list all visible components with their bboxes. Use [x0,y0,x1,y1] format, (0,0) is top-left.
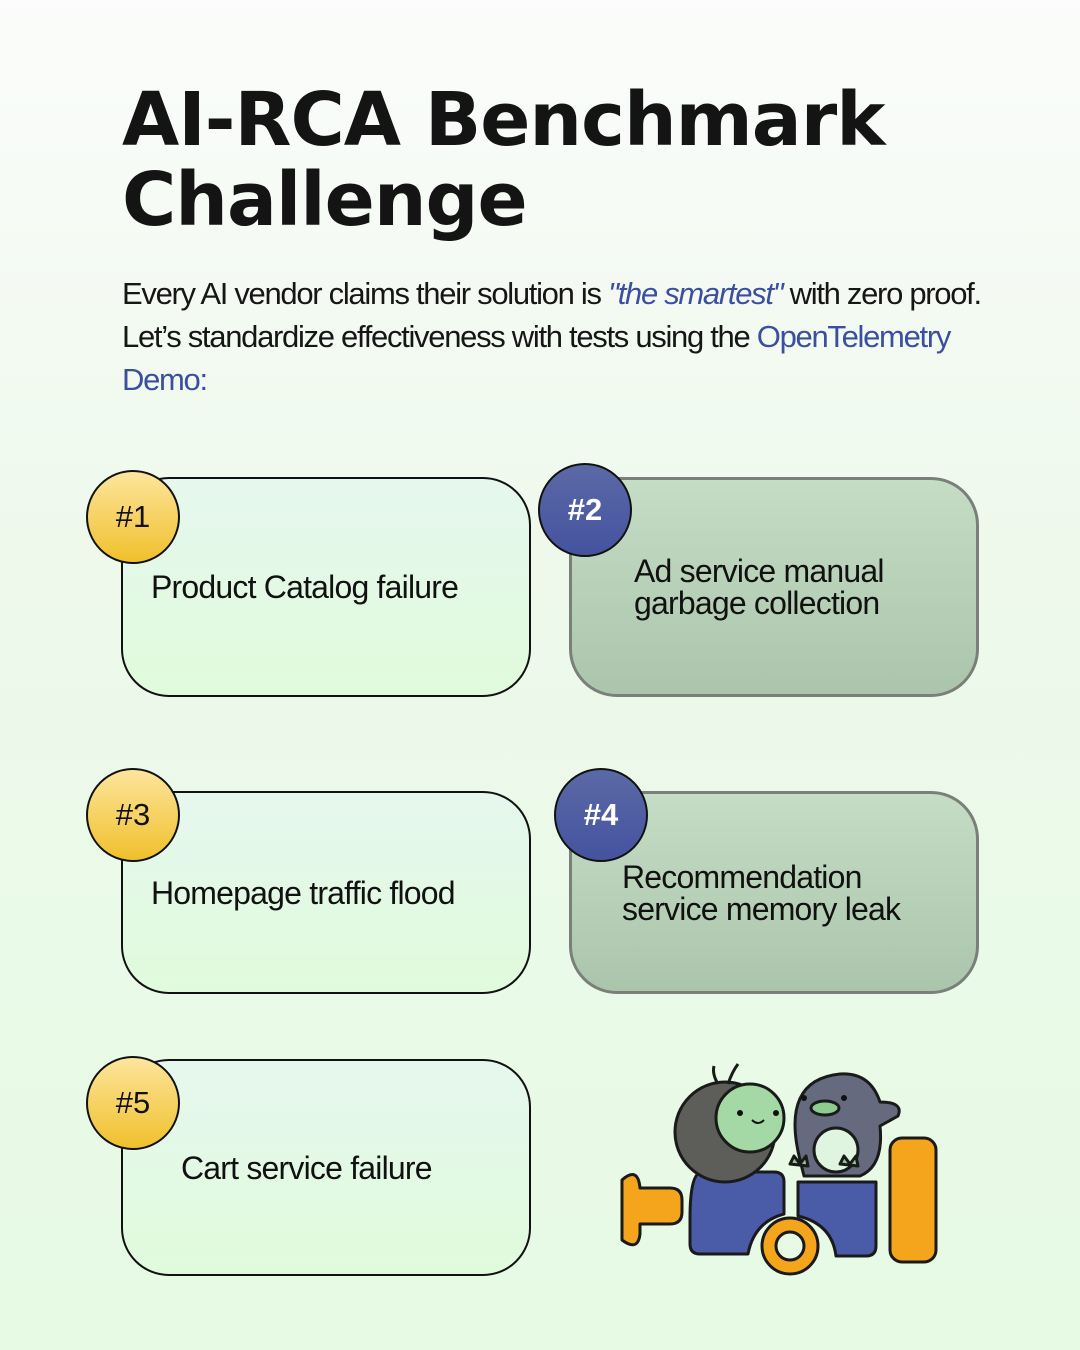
scenario-card-2: Ad service manual garbage collection [569,477,979,697]
scenario-badge-1: #1 [86,470,180,564]
scenario-badge-5: #5 [86,1056,180,1150]
mascot-illustration [620,1063,938,1276]
scenario-card-3: Homepage traffic flood [121,791,531,994]
intro-text-1: Every AI vendor claims their solution is [122,276,608,311]
scenario-badge-4: #4 [554,768,648,862]
page-title: AI-RCA Benchmark Challenge [122,77,885,243]
scenario-card-5: Cart service failure [121,1059,531,1276]
scenario-label: Recommendation service memory leak [622,858,901,927]
orange-bar [888,1136,938,1264]
scenario-label: Homepage traffic flood [151,874,456,911]
blue-block-right [796,1180,878,1258]
scenario-badge-3: #3 [86,768,180,862]
scenario-label: Cart service failure [181,1149,433,1186]
title-line-1: AI-RCA Benchmark [122,77,885,163]
scenario-label: Product Catalog failure [151,569,459,605]
intro-paragraph: Every AI vendor claims their solution is… [122,272,1002,401]
penguin-beak [809,1099,841,1117]
intro-emphasis: "the smartest" [607,276,784,311]
orange-t-block [620,1173,684,1247]
intro-text-2: with zero proof. Let’s standardize effec… [122,276,982,354]
scenario-card-1: Product Catalog failure [121,477,531,697]
scenario-label: Ad service manual garbage collection [634,553,884,621]
scenario-badge-2: #2 [538,463,632,557]
scenario-card-4: Recommendation service memory leak [569,791,979,994]
title-line-2: Challenge [122,157,528,243]
opentelemetry-demo-link[interactable]: OpenTelemetry Demo: [122,319,951,397]
